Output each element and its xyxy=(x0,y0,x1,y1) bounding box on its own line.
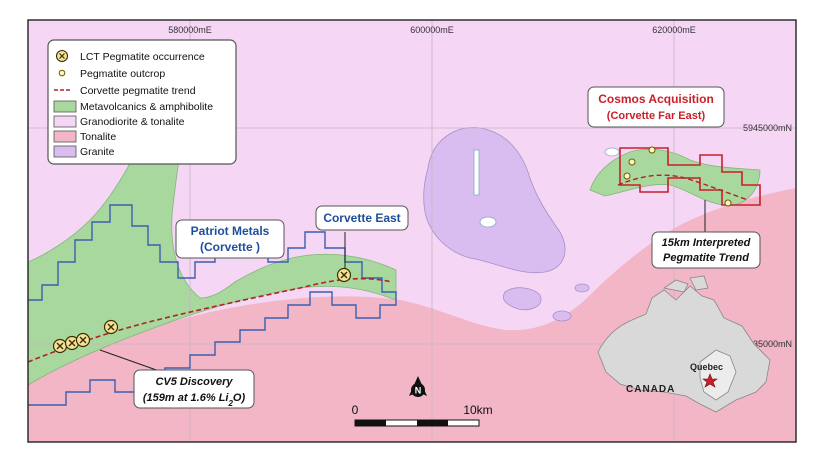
legend-swatch xyxy=(53,130,77,143)
patriot-title: Patriot Metals xyxy=(191,224,270,238)
lct-occurrences xyxy=(52,267,352,354)
granite-small-zone xyxy=(502,287,542,311)
legend-label: LCT Pegmatite occurrence xyxy=(80,51,205,63)
cosmos-subtitle: (Corvette Far East) xyxy=(607,110,706,122)
patriot-subtitle: (Corvette ) xyxy=(200,240,260,254)
corvette-east-label: Corvette East xyxy=(315,205,409,231)
scale-bar: 0 10km xyxy=(352,403,493,427)
pick-hammer-icon xyxy=(64,335,80,351)
legend-label: Pegmatite outcrop xyxy=(80,68,165,80)
outcrop-dot-icon xyxy=(648,146,656,154)
inset-province-label: Quebec xyxy=(690,362,723,372)
pick-hammer-icon xyxy=(336,267,352,283)
easting-label: 620000mE xyxy=(652,25,696,35)
pegmatite-outcrops xyxy=(623,146,732,207)
pick-hammer-icon xyxy=(55,49,69,63)
lake xyxy=(473,149,480,196)
granite-zone xyxy=(423,127,566,274)
corvette-pegmatite-trend xyxy=(28,277,393,363)
legend-label: Corvette pegmatite trend xyxy=(80,85,196,97)
trend-line2: Pegmatite Trend xyxy=(663,252,749,264)
northing-label: 5945000mN xyxy=(743,123,792,133)
trend-line1: 15km Interpreted xyxy=(662,237,751,249)
pick-hammer-icon xyxy=(103,319,119,335)
outcrop-dot-icon xyxy=(724,199,732,207)
cosmos-label: Cosmos Acquisition (Corvette Far East) xyxy=(587,86,725,128)
legend: LCT Pegmatite occurrence Pegmatite outcr… xyxy=(47,39,237,165)
pick-hammer-icon xyxy=(75,332,91,348)
outcrop-dot-icon xyxy=(628,158,636,166)
legend-swatch xyxy=(53,100,77,113)
corvette-east-title: Corvette East xyxy=(323,211,400,225)
scale-start: 0 xyxy=(352,403,359,417)
cv5-callout: CV5 Discovery (159m at 1.6% Li2O) xyxy=(133,369,255,409)
legend-label: Metavolcanics & amphibolite xyxy=(80,101,213,113)
lake xyxy=(479,216,497,228)
lake xyxy=(604,147,620,157)
legend-label: Tonalite xyxy=(80,131,116,143)
patriot-label: Patriot Metals (Corvette ) xyxy=(175,219,285,259)
outcrop-dot-icon xyxy=(58,69,66,77)
legend-label: Granodiorite & tonalite xyxy=(80,116,185,128)
quebec-region xyxy=(699,349,737,401)
legend-swatch xyxy=(53,115,77,128)
inset-country-label: CANADA xyxy=(626,384,675,395)
north-arrow-letter: N xyxy=(415,386,422,396)
easting-label: 580000mE xyxy=(168,25,212,35)
map-area: 580000mE 600000mE 620000mE 5945000mN 593… xyxy=(28,20,796,442)
north-arrow: N xyxy=(409,376,427,397)
cv5-title: CV5 Discovery xyxy=(155,376,233,388)
granite-islet xyxy=(552,310,572,322)
easting-label: 600000mE xyxy=(410,25,454,35)
cosmos-pegmatite-trend xyxy=(617,174,749,201)
leader-lines xyxy=(99,200,706,373)
scale-end: 10km xyxy=(463,403,492,417)
legend-swatch xyxy=(53,145,77,158)
cv5-subtitle: (159m at 1.6% Li2O) xyxy=(143,392,246,408)
location-star-icon xyxy=(702,373,718,388)
outcrop-dot-icon xyxy=(623,172,631,180)
pick-hammer-icon xyxy=(52,338,68,354)
northing-label: 5935000mN xyxy=(743,339,792,349)
legend-label: Granite xyxy=(80,146,115,158)
granite-islet xyxy=(574,283,590,293)
canada-inset-map: CANADA Quebec xyxy=(597,275,771,413)
cosmos-title: Cosmos Acquisition xyxy=(598,92,714,106)
cosmos-claim-boundary xyxy=(619,147,761,206)
map-frame xyxy=(27,19,797,443)
trend-callout: 15km Interpreted Pegmatite Trend xyxy=(651,231,761,269)
